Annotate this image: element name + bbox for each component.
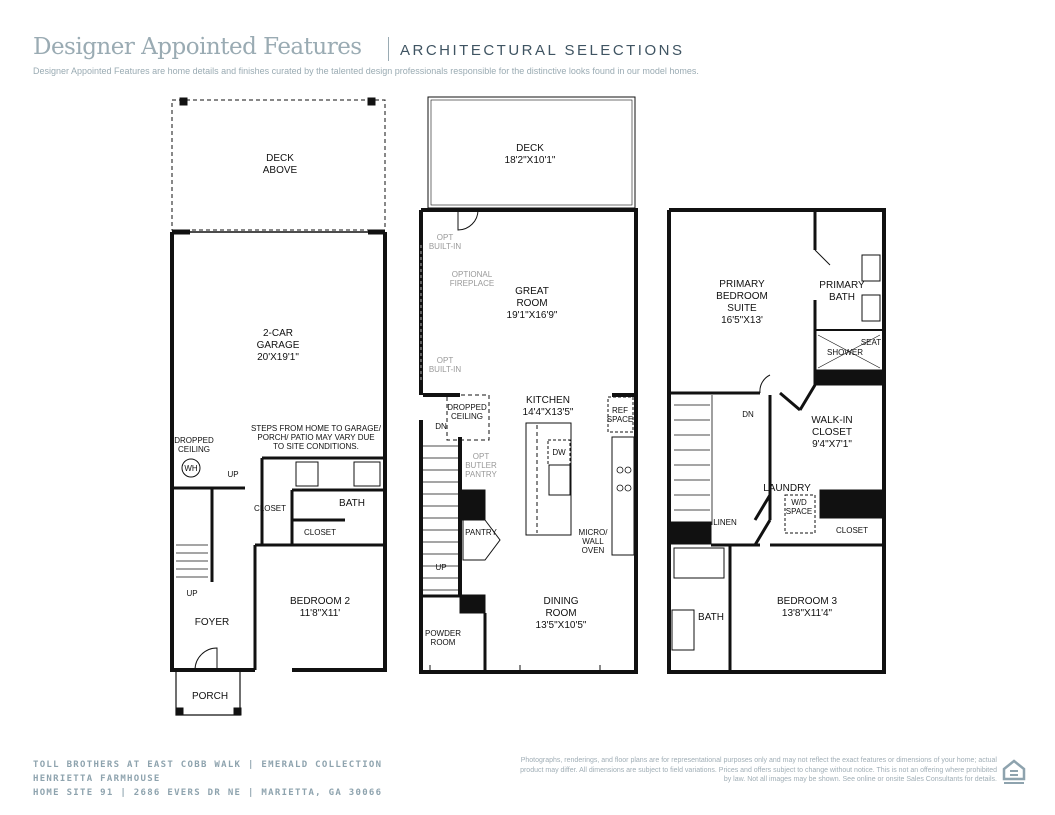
down-label: DN — [435, 422, 447, 431]
dropped-ceiling-label: DROPPED CEILING — [447, 403, 487, 421]
primary-bedroom-suite-label: PRIMARY BEDROOM SUITE 16'5"X13' — [716, 279, 768, 326]
closet-label: CLOSET — [303, 528, 337, 537]
closet-label: CLOSET — [253, 504, 287, 513]
dishwasher-label: DW — [552, 448, 566, 457]
laundry-label: LAUNDRY — [763, 483, 811, 494]
bath-label: BATH — [339, 498, 365, 509]
closet-label: CLOSET — [835, 526, 869, 535]
deck-above-label: DECK ABOVE — [262, 153, 298, 176]
dropped-ceiling-label: DROPPED CEILING — [174, 436, 214, 454]
footer-disclaimer: Photographs, renderings, and floor plans… — [520, 757, 997, 783]
down-label: DN — [742, 410, 754, 419]
garage-label: 2-CAR GARAGE 20'X19'1" — [256, 328, 300, 363]
micro-wall-oven-label: MICRO/ WALL OVEN — [578, 528, 608, 555]
title-divider — [388, 37, 389, 61]
kitchen-label: KITCHEN 14'4"X13'5" — [522, 395, 574, 418]
page-title: Designer Appointed Features — [33, 34, 362, 60]
first-floor-plan — [170, 97, 387, 716]
foyer-label: FOYER — [194, 617, 230, 628]
bedroom-3-label: BEDROOM 3 13'8"X11'4" — [776, 596, 838, 619]
equal-housing-icon — [1002, 759, 1026, 784]
pantry-label: PANTRY — [465, 528, 497, 537]
stair-up-label: UP — [186, 589, 198, 598]
ref-space-label: REF SPACE — [606, 406, 634, 424]
opt-built-in-label: OPT BUILT-IN — [428, 356, 462, 374]
footer-address: HOME SITE 91 | 2686 EVERS DR NE | MARIET… — [33, 788, 383, 798]
linen-label: LINEN — [713, 518, 737, 527]
up-label: UP — [435, 563, 447, 572]
steps-note: STEPS FROM HOME TO GARAGE/ PORCH/ PATIO … — [251, 424, 381, 451]
seat-label: SEAT — [860, 338, 882, 347]
porch-label: PORCH — [191, 691, 229, 702]
walk-in-closet-label: WALK-IN CLOSET 9'4"X7'1" — [811, 415, 853, 450]
optional-fireplace-label: OPTIONAL FIREPLACE — [449, 270, 495, 288]
bedroom-2-label: BEDROOM 2 11'8"X11' — [289, 596, 351, 619]
great-room-label: GREAT ROOM 19'1"X16'9" — [506, 286, 558, 321]
second-floor-plan — [419, 96, 638, 674]
wd-space-label: W/D SPACE — [785, 498, 813, 516]
dining-room-label: DINING ROOM 13'5"X10'5" — [535, 596, 587, 631]
page-description: Designer Appointed Features are home det… — [33, 66, 699, 76]
bath-label: BATH — [698, 612, 724, 623]
butler-pantry-label: OPT BUTLER PANTRY — [465, 452, 497, 479]
page-subtitle: ARCHITECTURAL SELECTIONS — [400, 42, 685, 59]
opt-built-in-label: OPT BUILT-IN — [428, 233, 462, 251]
footer-community: TOLL BROTHERS AT EAST COBB WALK | EMERAL… — [33, 760, 383, 770]
deck-label: DECK 18'2"X10'1" — [504, 143, 556, 166]
up-label: UP — [227, 470, 239, 479]
water-heater-label: WH — [184, 464, 198, 473]
third-floor-plan — [667, 208, 886, 674]
powder-room-label: POWDER ROOM — [425, 629, 461, 647]
footer-plan-name: HENRIETTA FARMHOUSE — [33, 774, 161, 784]
shower-label: SHOWER — [827, 348, 863, 357]
primary-bath-label: PRIMARY BATH — [819, 280, 865, 303]
